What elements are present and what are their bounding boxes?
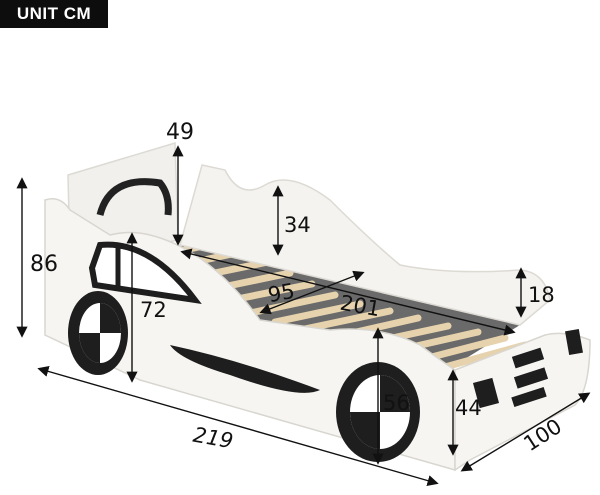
dimension-lines <box>16 145 591 487</box>
dim-wheel-height: 56 <box>383 391 410 415</box>
dim-headboard-height: 49 <box>166 120 194 145</box>
arrow-total-width <box>460 392 591 472</box>
dim-footrail-height: 18 <box>528 283 555 307</box>
dim-guard-rail-height: 34 <box>284 213 311 237</box>
dim-footboard-height: 44 <box>455 396 482 420</box>
arrow-total-length <box>37 365 439 487</box>
dim-front-side-height: 72 <box>140 298 167 322</box>
dim-total-height: 86 <box>30 252 58 277</box>
dim-inner-width: 95 <box>266 278 297 308</box>
arrow-inner-length <box>180 248 516 336</box>
unit-badge: UNIT CM <box>0 0 108 28</box>
rear-wheel <box>68 291 128 375</box>
